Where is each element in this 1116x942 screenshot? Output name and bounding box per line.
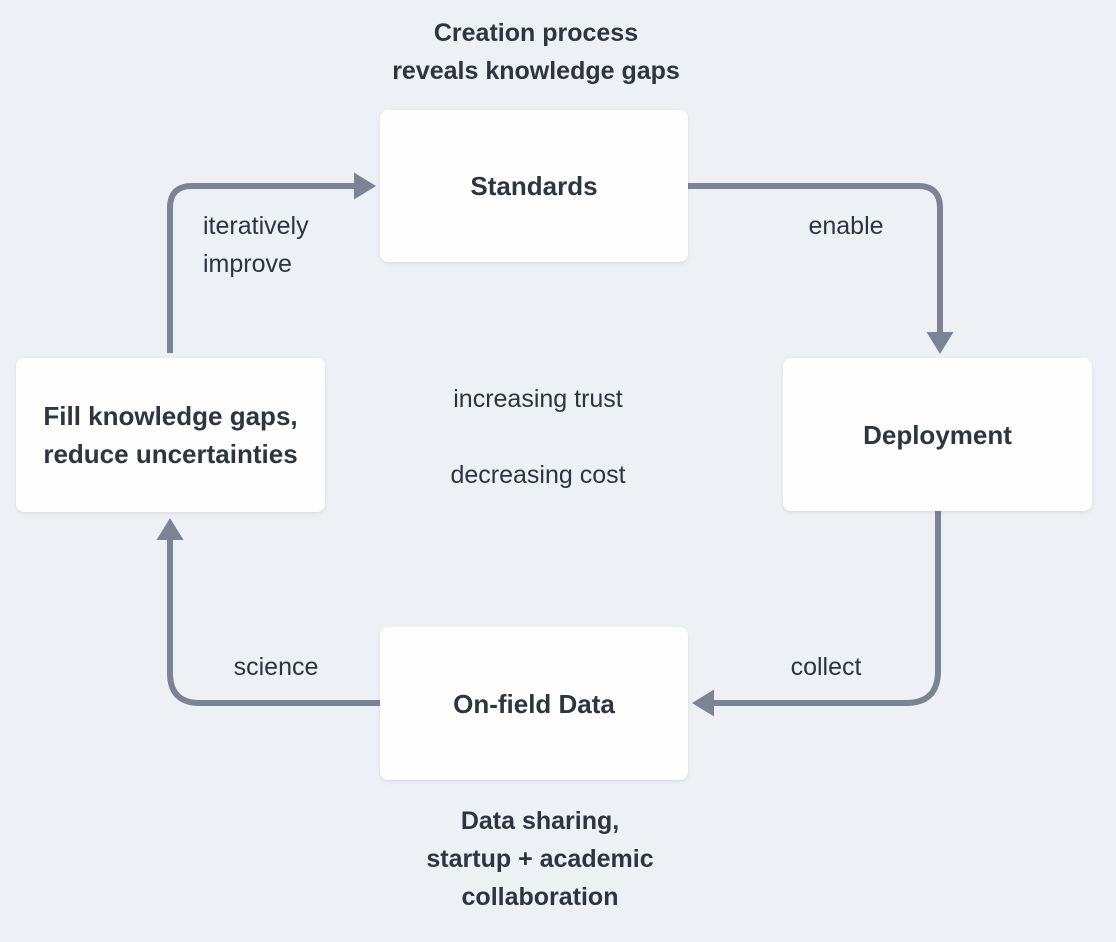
- edge-label-iteratively-improve: iteratively improve: [203, 212, 309, 278]
- edge-label-collect: collect: [790, 653, 862, 681]
- node-on-field-data: On-field Data: [380, 627, 688, 780]
- edge-label-enable: enable: [808, 212, 884, 240]
- node-standards: Standards: [380, 110, 688, 262]
- edge-label-science: science: [233, 653, 319, 681]
- arrow-fillgaps-to-standards: [167, 172, 376, 353]
- arrow-standards-to-deployment: [688, 183, 954, 354]
- node-fill-knowledge-gaps: Fill knowledge gaps, reduce uncertaintie…: [16, 358, 325, 512]
- annotation-decreasing-cost: decreasing cost: [450, 461, 626, 489]
- annotation-increasing-trust: increasing trust: [453, 385, 623, 413]
- arrow-deployment-to-onfield: [692, 511, 941, 717]
- annotation-data-sharing: Data sharing, startup + academic collabo…: [426, 807, 654, 911]
- annotation-creation-process: Creation process reveals knowledge gaps: [392, 19, 680, 85]
- arrow-onfield-to-fillgaps: [156, 518, 380, 706]
- node-deployment: Deployment: [783, 358, 1092, 511]
